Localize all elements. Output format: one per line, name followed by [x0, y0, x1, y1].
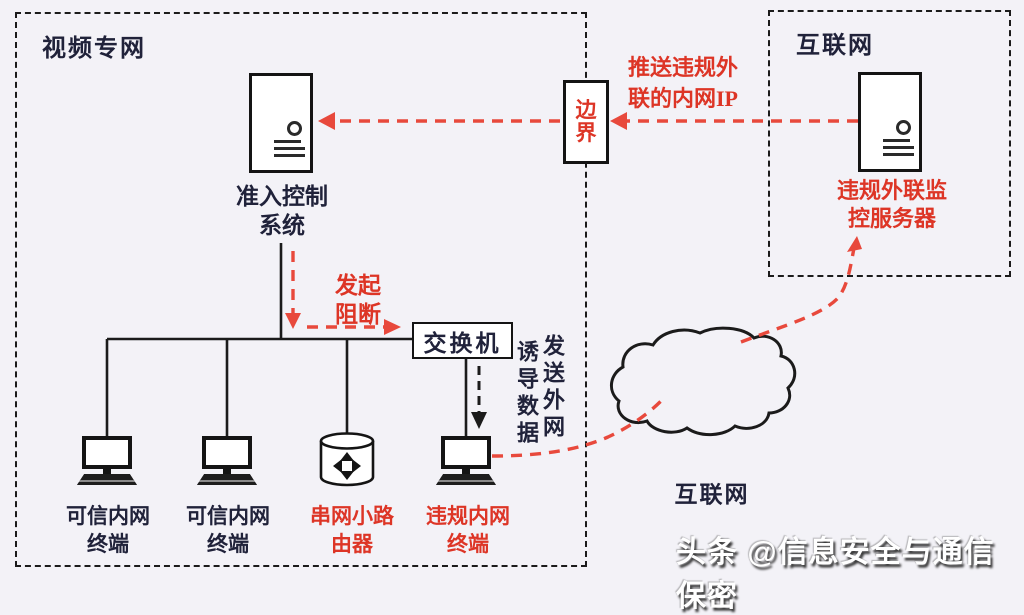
video-network-title: 视频专网	[42, 36, 146, 62]
arrowhead-block-right	[384, 319, 401, 335]
arrowhead-into-monitor-label	[847, 236, 862, 252]
red-dashed-flows	[291, 119, 858, 458]
access-control-server-icon	[249, 73, 313, 173]
terminal-to-cloud-curve	[491, 399, 663, 458]
internet-zone	[768, 10, 1011, 277]
internet-box-title: 互联网	[796, 33, 874, 59]
initiate-block-annotation: 发起 阻断	[335, 273, 381, 327]
arrowhead-into-boundary	[610, 112, 627, 130]
trusted-terminal-1-icon	[75, 436, 139, 488]
router-icon	[319, 432, 375, 487]
arrowhead-block-down	[285, 313, 301, 329]
trusted-terminal-2-label: 可信内网 终端	[186, 504, 270, 556]
violation-monitor-label: 违规外联监 控服务器	[836, 178, 948, 231]
network-security-diagram: 视频专网 互联网 准入控制 系统 违规外联监 控服务器 边 界 推送违规外 联的…	[15, 10, 1011, 613]
router-label: 串网小路 由器	[310, 504, 394, 556]
push-ip-annotation: 推送违规外 联的内网IP	[627, 55, 739, 111]
violation-monitor-server-icon	[858, 72, 922, 172]
watermark-text: 头条 @信息安全与通信保密	[676, 536, 995, 613]
server-power-led	[287, 121, 302, 136]
induce-annotation-right-column: 发送外网	[540, 334, 565, 442]
boundary-node: 边 界	[563, 80, 609, 164]
lan-bus-lines	[105, 243, 468, 438]
switch-label: 交换机	[423, 330, 502, 356]
trusted-terminal-2-icon	[195, 436, 259, 488]
induce-annotation-left-column: 诱导数据	[514, 340, 539, 448]
arrowhead-into-access-control	[318, 112, 335, 130]
internet-cloud-label: 互联网	[674, 482, 750, 507]
access-control-label: 准入控制 系统	[236, 184, 328, 238]
boundary-label: 边 界	[575, 98, 597, 145]
violating-terminal-icon	[434, 436, 498, 488]
cloud-icon	[610, 326, 797, 436]
red-arrowheads	[285, 112, 862, 335]
violating-terminal-label: 违规内网 终端	[426, 504, 510, 556]
video-private-network-zone	[15, 12, 587, 567]
cloud-to-monitor-curve	[740, 242, 857, 344]
switch-to-terminal-dashed-arrow	[471, 366, 487, 429]
connector-layer	[105, 112, 862, 458]
router-arrows-glyph	[333, 452, 361, 480]
trusted-terminal-1-label: 可信内网 终端	[66, 504, 150, 556]
server-power-led	[896, 120, 911, 135]
switch-node: 交换机	[412, 322, 513, 359]
